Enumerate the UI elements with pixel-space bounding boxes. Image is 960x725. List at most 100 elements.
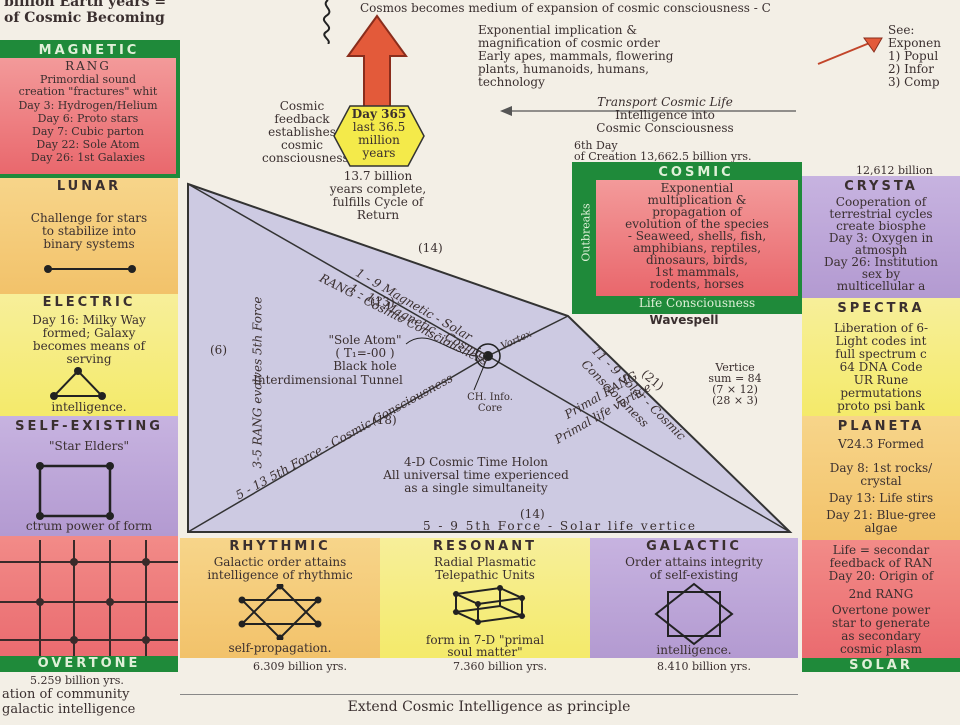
rhythmic-panel: RHYTHMIC Galactic order attains intellig…	[180, 538, 380, 658]
expo-line: magnification of cosmic order	[478, 36, 660, 50]
spectral-line: Liberation of 6-	[833, 321, 929, 335]
galactic-head: GALACTIC	[646, 539, 742, 554]
title-line-1: billion Earth years =	[4, 0, 167, 10]
expo-line: Exponential implication &	[478, 23, 638, 37]
self-existing-line: "Star Elders"	[48, 439, 130, 453]
ch-core: CH. Info. Core	[460, 392, 520, 414]
resonant-footer: form in 7-D "primal	[425, 633, 545, 647]
galactic-panel: GALACTIC Order attains integrity of self…	[590, 538, 798, 658]
resonant-line: Telepathic Units	[435, 568, 535, 582]
electric-line: serving	[66, 352, 112, 366]
day365-title: Day 365	[351, 107, 407, 121]
solar-line: Day 20: Origin of	[828, 569, 934, 583]
holon-line: as a single simultaneity	[404, 481, 548, 495]
magnetic-line: Day 22: Sole Atom	[36, 138, 140, 151]
day365-text: Day 365 last 36.5 million years	[344, 108, 414, 160]
time-holon: 4-D Cosmic Time Holon All universal time…	[356, 456, 596, 495]
crystal-line: sex by	[861, 267, 901, 281]
see-list: See: Exponen 1) Popul 2) Infor 3) Comp	[888, 24, 960, 89]
galactic-line: Order attains integrity	[625, 555, 763, 569]
crystal-head: CRYSTA	[844, 179, 918, 194]
extend-line: Extend Cosmic Intelligence as principle	[347, 699, 631, 715]
cosmic-feedback: Cosmic feedback establishes cosmic consc…	[262, 100, 349, 165]
vertice-sum: Vertice sum = 84 (7 × 12) (28 × 3)	[700, 362, 770, 406]
day365-line: million	[358, 133, 400, 147]
transport-line: Intelligence into	[615, 108, 715, 122]
cosmic-head: COSMIC	[658, 165, 734, 180]
lunar-line: Challenge for stars	[30, 211, 148, 225]
edge-n13: (13)	[370, 295, 395, 309]
rhythmic-head: RHYTHMIC	[229, 539, 331, 554]
electric-footer: intelligence.	[51, 400, 127, 414]
cosmic-line: dinosaurs, birds,	[646, 253, 748, 267]
spectral-line: permutations	[840, 386, 922, 400]
self-existing-panel: SELF-EXISTING "Star Elders" ctrum power …	[0, 416, 178, 536]
magnetic-line: Primordial sound	[39, 73, 137, 86]
cosmic-line: Exponential	[660, 181, 734, 195]
solar-line: as secondary	[841, 629, 921, 643]
magnetic-line: Day 3: Hydrogen/Helium	[18, 99, 158, 112]
rhythmic-years: 6.309 billion yrs.	[253, 660, 347, 673]
octagram-icon	[654, 582, 734, 646]
planetary-line: V24.3 Formed	[838, 437, 924, 451]
cube-icon	[452, 585, 526, 625]
resonant-years: 7.360 billion yrs.	[453, 660, 547, 673]
pyramid-diagram	[187, 182, 793, 533]
overtone-panel: OVERTONE	[0, 536, 178, 672]
resonant-panel: RESONANT Radial Plasmatic Telepathic Uni…	[380, 538, 590, 658]
magnetic-line: Day 26: 1st Galaxies	[30, 151, 146, 164]
rhythmic-footer: self-propagation.	[228, 641, 332, 655]
tunnel-label: Interdimensional Tunnel	[253, 373, 403, 387]
solar-line: star to generate	[832, 616, 930, 630]
planetary-line: crystal	[860, 474, 902, 488]
edge-n14a: (14)	[418, 241, 443, 255]
lunar-head: LUNAR	[56, 179, 122, 194]
see-item: 2) Infor	[888, 62, 935, 76]
self-existing-head: SELF-EXISTING	[15, 419, 163, 434]
resonant-head: RESONANT	[433, 539, 537, 554]
cosmic-line: multiplication &	[647, 193, 747, 207]
cosmic-line: rodents, horses	[649, 277, 745, 291]
magnetic-sub: RANG	[65, 59, 111, 73]
electric-panel: ELECTRIC Day 16: Milky Way formed; Galax…	[0, 294, 178, 416]
sole-atom: "Sole Atom" ( T₁=-00 ) Black hole	[310, 334, 420, 373]
two-dot-line-icon	[44, 265, 136, 273]
see-item: 1) Popul	[888, 49, 939, 63]
crystal-line: Cooperation of	[835, 195, 927, 209]
cosmic-line: amphibians, reptiles,	[632, 241, 762, 255]
resonant-footer: soul matter"	[447, 645, 523, 659]
spectral-panel: SPECTRA Liberation of 6- Light codes int…	[802, 298, 960, 416]
cosmic-line: - Seaweed, shells, fish,	[627, 229, 767, 243]
crystal-line: atmosph	[854, 243, 908, 257]
vertice-line: sum = 84	[708, 372, 762, 385]
pointer-arrow-icon	[817, 37, 883, 65]
sole-atom-line: "Sole Atom"	[328, 333, 402, 347]
day365-line: last 36.5	[352, 120, 406, 134]
planetary-head: PLANETA	[837, 419, 925, 434]
see-item: 3) Comp	[888, 75, 940, 89]
vertice-line: (7 × 12)	[712, 383, 758, 396]
spectral-line: proto psi bank	[837, 399, 925, 413]
spectral-line: full spectrum c	[835, 347, 927, 361]
overtone-years: 5.259 billion yrs.	[30, 674, 124, 687]
see-item: Exponen	[888, 36, 941, 50]
magnetic-line: Day 6: Proto stars	[37, 112, 139, 125]
overtone-line: ation of community	[2, 687, 130, 702]
self-existing-footer: ctrum power of form	[25, 519, 153, 533]
crystal-line: create biosphe	[836, 219, 926, 233]
cosmic-line: 1st mammals,	[654, 265, 740, 279]
left-arrow-icon	[500, 106, 796, 116]
banner-text: Cosmos becomes medium of expansion of co…	[360, 1, 771, 15]
solar-panel: Life = secondar feedback of RAN Day 20: …	[802, 540, 960, 672]
cosmic-line: propagation of	[652, 205, 742, 219]
crystal-line: Day 3: Oxygen in	[828, 231, 934, 245]
planetary-line: Day 8: 1st rocks/	[829, 461, 933, 475]
feedback-line: cosmic	[280, 138, 324, 152]
galactic-line: of self-existing	[649, 568, 739, 582]
solar-line: cosmic plasm	[839, 642, 923, 656]
top-right-years: 12,612 billion	[856, 164, 933, 177]
expo-text: Exponential implication & magnification …	[478, 24, 798, 89]
edge-n18: (18)	[372, 413, 397, 427]
cosmic-side: Outbreaks	[576, 166, 594, 310]
up-arrow-icon	[346, 14, 408, 109]
